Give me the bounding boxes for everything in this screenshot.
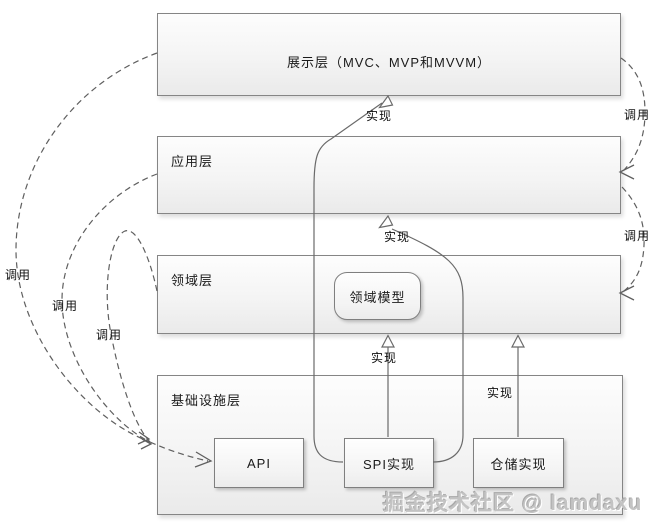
edge-label-call-left-3: 调用 — [96, 328, 123, 342]
spi-impl-box: SPI实现 — [344, 438, 434, 488]
layer-label-application: 应用层 — [171, 154, 214, 169]
layer-label-domain: 领域层 — [171, 273, 214, 288]
edge-label-call-right-1: 调用 — [624, 108, 651, 122]
edge-label-call-left-1: 调用 — [5, 268, 32, 282]
domain-model-label: 领域模型 — [349, 289, 406, 305]
api-box: API — [214, 438, 304, 488]
layer-box-infrastructure: 基础设施层 API SPI实现 仓储实现 — [157, 375, 623, 515]
arrowhead-domain-right — [618, 285, 635, 301]
layer-box-domain: 领域层 领域模型 — [157, 255, 621, 334]
layer-box-presentation: 展示层（MVC、MVP和MVVM） — [157, 13, 621, 96]
edge-label-impl-application: 实现 — [384, 230, 411, 244]
arrowhead-presentation — [378, 94, 394, 109]
repo-impl-box: 仓储实现 — [473, 438, 564, 488]
arrowhead-api-merge-tick-1 — [137, 431, 151, 445]
spi-impl-box-label: SPI实现 — [363, 456, 415, 472]
repo-impl-box-label: 仓储实现 — [490, 456, 547, 472]
arrowhead-domain-spi — [381, 334, 395, 348]
arrowhead-api-merge-tick-2 — [140, 438, 153, 450]
api-box-label: API — [247, 455, 271, 471]
arrowhead-application — [378, 214, 394, 229]
edge-label-call-left-2: 调用 — [52, 299, 79, 313]
edge-label-impl-presentation: 实现 — [366, 109, 393, 123]
layer-box-application: 应用层 — [157, 136, 621, 214]
edge-label-call-right-2: 调用 — [624, 229, 651, 243]
arrowhead-application-right — [618, 164, 635, 180]
edge-label-impl-domain-repo: 实现 — [487, 386, 514, 400]
edge-label-impl-domain-spi: 实现 — [371, 351, 398, 365]
watermark-text: 掘金技术社区 @ lamdaxu — [383, 492, 643, 515]
layer-label-presentation: 展示层（MVC、MVP和MVVM） — [286, 55, 492, 70]
domain-model-box: 领域模型 — [334, 272, 421, 320]
arrowhead-domain-repo — [511, 334, 525, 348]
layer-label-infrastructure: 基础设施层 — [171, 393, 242, 408]
edge-presentation-to-api — [15, 52, 158, 443]
